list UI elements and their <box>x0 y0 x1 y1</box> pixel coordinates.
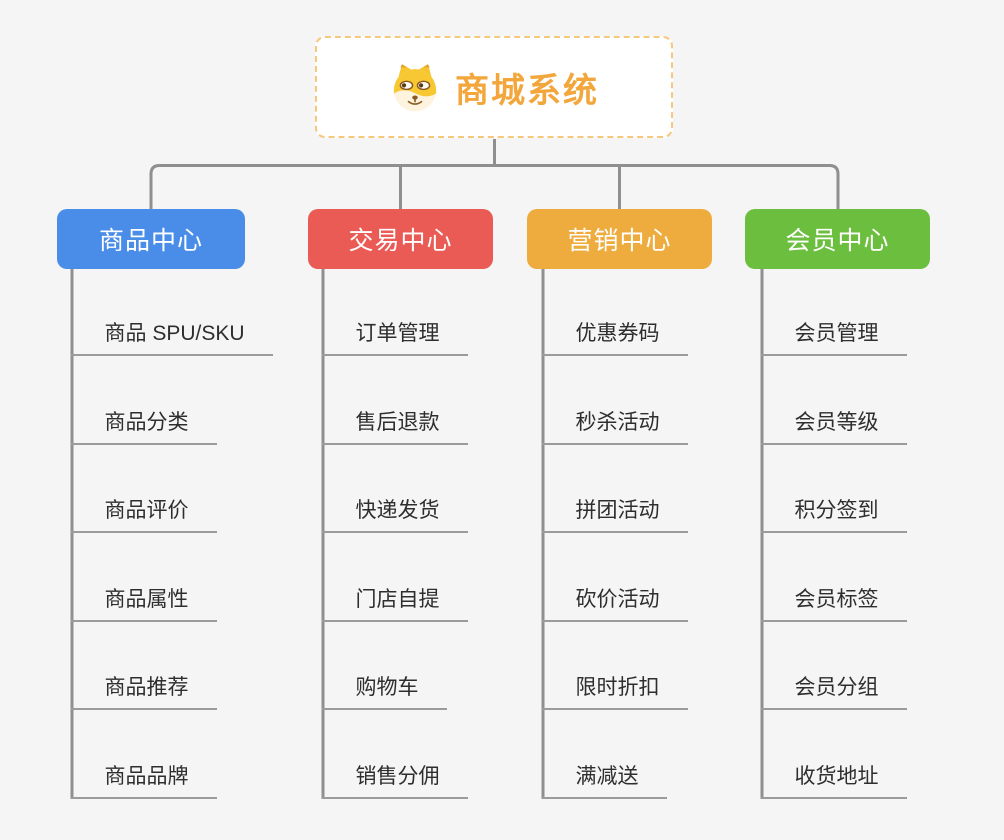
leaf-node[interactable]: 门店自提 <box>321 580 468 622</box>
leaf-node[interactable]: 销售分佣 <box>321 757 468 799</box>
leaf-node[interactable]: 拼团活动 <box>541 491 688 533</box>
branch-node-product-center[interactable]: 商品中心 <box>57 209 245 269</box>
branch-node-marketing-center[interactable]: 营销中心 <box>527 209 712 269</box>
branch-column-marketing: 优惠券码 秒杀活动 拼团活动 砍价活动 限时折扣 满减送 <box>541 270 782 800</box>
branch-column-member: 会员管理 会员等级 积分签到 会员标签 会员分组 收货地址 <box>760 270 1001 800</box>
root-node[interactable]: 商城系统 <box>315 36 673 138</box>
leaf-node[interactable]: 砍价活动 <box>541 580 688 622</box>
leaf-node[interactable]: 积分签到 <box>760 491 907 533</box>
branch-node-label: 商品中心 <box>98 227 203 255</box>
leaf-node[interactable]: 商品推荐 <box>70 668 217 710</box>
leaf-node[interactable]: 商品属性 <box>70 580 217 622</box>
doge-face-icon <box>393 64 437 112</box>
leaf-node[interactable]: 商品评价 <box>70 491 217 533</box>
leaf-node[interactable]: 售后退款 <box>321 403 468 445</box>
leaf-node[interactable]: 会员分组 <box>760 668 907 710</box>
leaf-node[interactable]: 限时折扣 <box>541 668 688 710</box>
leaf-node[interactable]: 商品 SPU/SKU <box>70 314 273 356</box>
leaf-node[interactable]: 秒杀活动 <box>541 403 688 445</box>
leaf-node[interactable]: 满减送 <box>541 757 667 799</box>
leaf-node[interactable]: 商品分类 <box>70 403 217 445</box>
leaf-node[interactable]: 优惠券码 <box>541 314 688 356</box>
branch-node-label: 营销中心 <box>567 227 672 255</box>
root-node-label: 商城系统 <box>455 71 599 110</box>
leaf-node[interactable]: 商品品牌 <box>70 757 217 799</box>
branch-node-member-center[interactable]: 会员中心 <box>745 209 930 269</box>
branch-node-label: 会员中心 <box>785 227 890 255</box>
leaf-node[interactable]: 会员管理 <box>760 314 907 356</box>
branch-column-product: 商品 SPU/SKU 商品分类 商品评价 商品属性 商品推荐 商品品牌 <box>70 270 311 800</box>
branch-node-label: 交易中心 <box>348 227 453 255</box>
leaf-node[interactable]: 会员等级 <box>760 403 907 445</box>
leaf-node[interactable]: 快递发货 <box>321 491 468 533</box>
leaf-node[interactable]: 收货地址 <box>760 757 907 799</box>
branch-node-trade-center[interactable]: 交易中心 <box>308 209 493 269</box>
leaf-node[interactable]: 会员标签 <box>760 580 907 622</box>
leaf-node[interactable]: 购物车 <box>321 668 447 710</box>
branch-column-trade: 订单管理 售后退款 快递发货 门店自提 购物车 销售分佣 <box>321 270 562 800</box>
leaf-node[interactable]: 订单管理 <box>321 314 468 356</box>
